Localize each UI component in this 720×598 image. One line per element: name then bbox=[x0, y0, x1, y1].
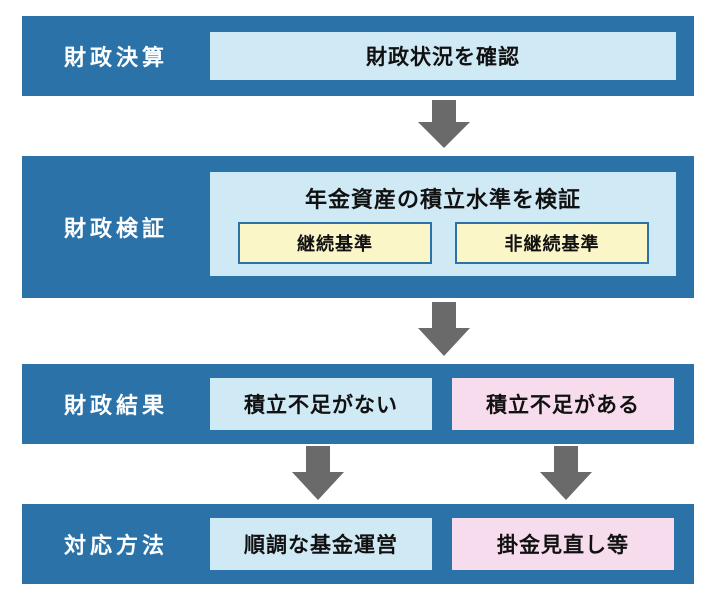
arrow-down-icon bbox=[292, 446, 344, 500]
verification-title: 年金資産の積立水準を検証 bbox=[304, 188, 581, 213]
response-smooth: 順調な基金運営 bbox=[210, 518, 432, 570]
row-verification: 財政検証 年金資産の積立水準を検証 継続基準 非継続基準 bbox=[22, 156, 694, 298]
response-review: 掛金見直し等 bbox=[452, 518, 674, 570]
arrow-down-icon bbox=[418, 302, 470, 356]
arrow-down-icon bbox=[418, 100, 470, 148]
row-settlement: 財政決算 財政状況を確認 bbox=[22, 16, 694, 96]
row-response: 対応方法 順調な基金運営 掛金見直し等 bbox=[22, 504, 694, 584]
arrow-down-icon bbox=[540, 446, 592, 500]
result-no-shortfall: 積立不足がない bbox=[210, 378, 432, 430]
row-label-result: 財政結果 bbox=[63, 394, 168, 419]
row-label-response: 対応方法 bbox=[63, 534, 168, 559]
verification-box: 年金資産の積立水準を検証 継続基準 非継続基準 bbox=[210, 172, 676, 276]
criterion-continuing: 継続基準 bbox=[238, 222, 432, 264]
criterion-non-continuing: 非継続基準 bbox=[455, 222, 649, 264]
result-shortfall: 積立不足がある bbox=[452, 378, 674, 430]
settlement-box: 財政状況を確認 bbox=[210, 32, 676, 80]
row-label-settlement: 財政決算 bbox=[63, 46, 168, 71]
row-result: 財政結果 積立不足がない 積立不足がある bbox=[22, 364, 694, 444]
row-label-verification: 財政検証 bbox=[63, 217, 168, 242]
